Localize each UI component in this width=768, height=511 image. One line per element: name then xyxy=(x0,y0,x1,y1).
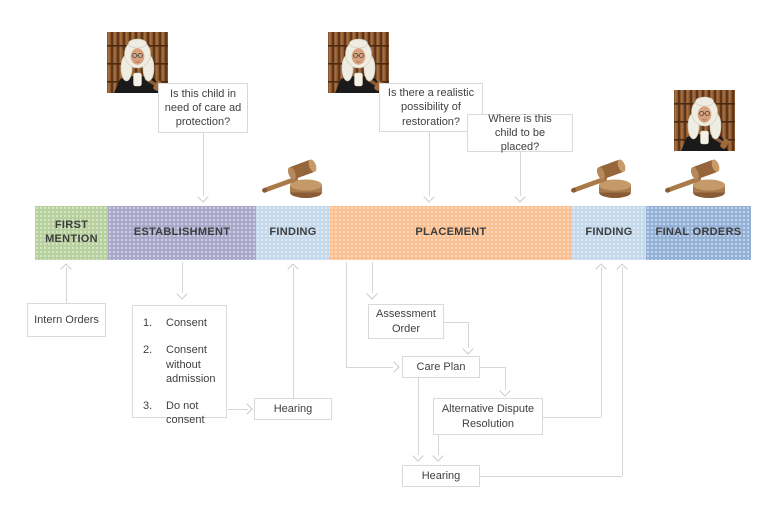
connector-hearing2-to-finding-v xyxy=(622,267,623,476)
connector-bar-to-consent xyxy=(182,262,183,293)
connector-adr-to-hearing xyxy=(438,435,439,455)
consent-options-box: 1. Consent 2. Consent without admission … xyxy=(132,305,227,426)
hearing-label: Hearing xyxy=(421,469,461,482)
connector-careplan-to-hearing xyxy=(418,378,419,455)
arrowhead-up-icon xyxy=(287,263,299,275)
gavel-icon-finding-2 xyxy=(570,158,634,200)
segment-label: FIRST MENTION xyxy=(45,219,98,245)
care-plan-label: Care Plan xyxy=(416,360,466,373)
process-timeline-bar: FIRST MENTION ESTABLISHMENT FINDING PLAC… xyxy=(35,206,751,260)
judge-photo-final-orders xyxy=(674,90,735,151)
connector-adr-to-finding-v xyxy=(601,267,602,417)
arrowhead-down-icon xyxy=(423,191,435,203)
segment-label: PLACEMENT xyxy=(415,226,487,239)
assessment-order-label: Assessment Order xyxy=(376,308,436,335)
item-number: 1. xyxy=(143,317,153,329)
question-text: Where is this child to be placed? xyxy=(488,112,552,154)
item-text: Consent xyxy=(166,317,207,329)
gavel-icon-final-orders xyxy=(664,158,728,200)
segment-finding-1: FINDING xyxy=(256,206,330,260)
alternative-dispute-resolution-box: Alternative Dispute Resolution xyxy=(433,398,543,435)
arrowhead-down-icon xyxy=(412,450,424,462)
arrowhead-down-icon xyxy=(462,343,474,355)
arrowhead-down-icon xyxy=(432,450,444,462)
consent-item-1: 1. Consent xyxy=(143,316,222,330)
segment-label: ESTABLISHMENT xyxy=(133,226,231,239)
segment-label: FINDING xyxy=(269,226,317,239)
connector-bar-to-careplan-h xyxy=(346,367,393,368)
connector-adr-to-finding-h xyxy=(543,417,601,418)
intern-orders-label: Intern Orders xyxy=(34,313,99,326)
connector-careplan-to-adr-v xyxy=(505,367,506,390)
hearing-label: Hearing xyxy=(273,402,313,415)
connector-q2-to-bar xyxy=(429,132,430,196)
connector-q3-to-bar xyxy=(520,152,521,196)
hearing-placement-box: Hearing xyxy=(402,465,480,487)
arrowhead-up-icon xyxy=(60,263,72,275)
gavel-icon-finding-1 xyxy=(261,158,325,200)
connector-q1-to-bar xyxy=(203,133,204,196)
segment-placement: PLACEMENT xyxy=(330,206,572,260)
arrowhead-up-icon xyxy=(616,263,628,275)
segment-first-mention: FIRST MENTION xyxy=(35,206,108,260)
arrowhead-down-icon xyxy=(499,385,511,397)
connector-hearing2-to-finding-h xyxy=(480,476,622,477)
assessment-order-box: Assessment Order xyxy=(368,304,444,339)
care-plan-box: Care Plan xyxy=(402,356,480,378)
item-text: Do not consent xyxy=(166,400,205,427)
connector-hearing-to-finding xyxy=(293,267,294,398)
question-text: Is there a realistic possibility of rest… xyxy=(387,87,475,128)
arrowhead-down-icon xyxy=(366,288,378,300)
connector-assessment-to-careplan-h xyxy=(444,322,468,323)
question-box-restoration: Is there a realistic possibility of rest… xyxy=(379,83,483,132)
consent-item-3: 3. Do not consent xyxy=(143,399,222,428)
question-box-placement: Where is this child to be placed? xyxy=(467,112,573,154)
arrowhead-down-icon xyxy=(176,288,188,300)
segment-establishment: ESTABLISHMENT xyxy=(108,206,256,260)
arrowhead-up-icon xyxy=(595,263,607,275)
consent-item-2: 2. Consent without admission xyxy=(143,343,222,386)
item-number: 2. xyxy=(143,344,153,357)
segment-final-orders: FINAL ORDERS xyxy=(646,206,751,260)
connector-careplan-to-adr-h xyxy=(480,367,505,368)
segment-label: FINDING xyxy=(585,226,633,239)
connector-intern-to-bar xyxy=(66,267,67,303)
arrowhead-down-icon xyxy=(197,191,209,203)
arrowhead-right-icon xyxy=(241,403,253,415)
question-text: Is this child in need of care ad protect… xyxy=(164,87,242,129)
item-number: 3. xyxy=(143,400,153,413)
arrowhead-down-icon xyxy=(514,191,526,203)
arrowhead-right-icon xyxy=(388,361,400,373)
connector-consent-to-hearing xyxy=(228,409,248,410)
connector-bar-to-careplan-v xyxy=(346,262,347,367)
adr-label: Alternative Dispute Resolution xyxy=(441,403,535,430)
question-box-care-protection: Is this child in need of care ad protect… xyxy=(158,83,248,133)
segment-finding-2: FINDING xyxy=(572,206,646,260)
intern-orders-box: Intern Orders xyxy=(27,303,106,337)
connector-bar-to-assessment xyxy=(372,262,373,293)
segment-label: FINAL ORDERS xyxy=(655,226,742,239)
connector-assessment-to-careplan-v xyxy=(468,322,469,348)
hearing-establishment-box: Hearing xyxy=(254,398,332,420)
item-text: Consent without admission xyxy=(166,344,216,385)
